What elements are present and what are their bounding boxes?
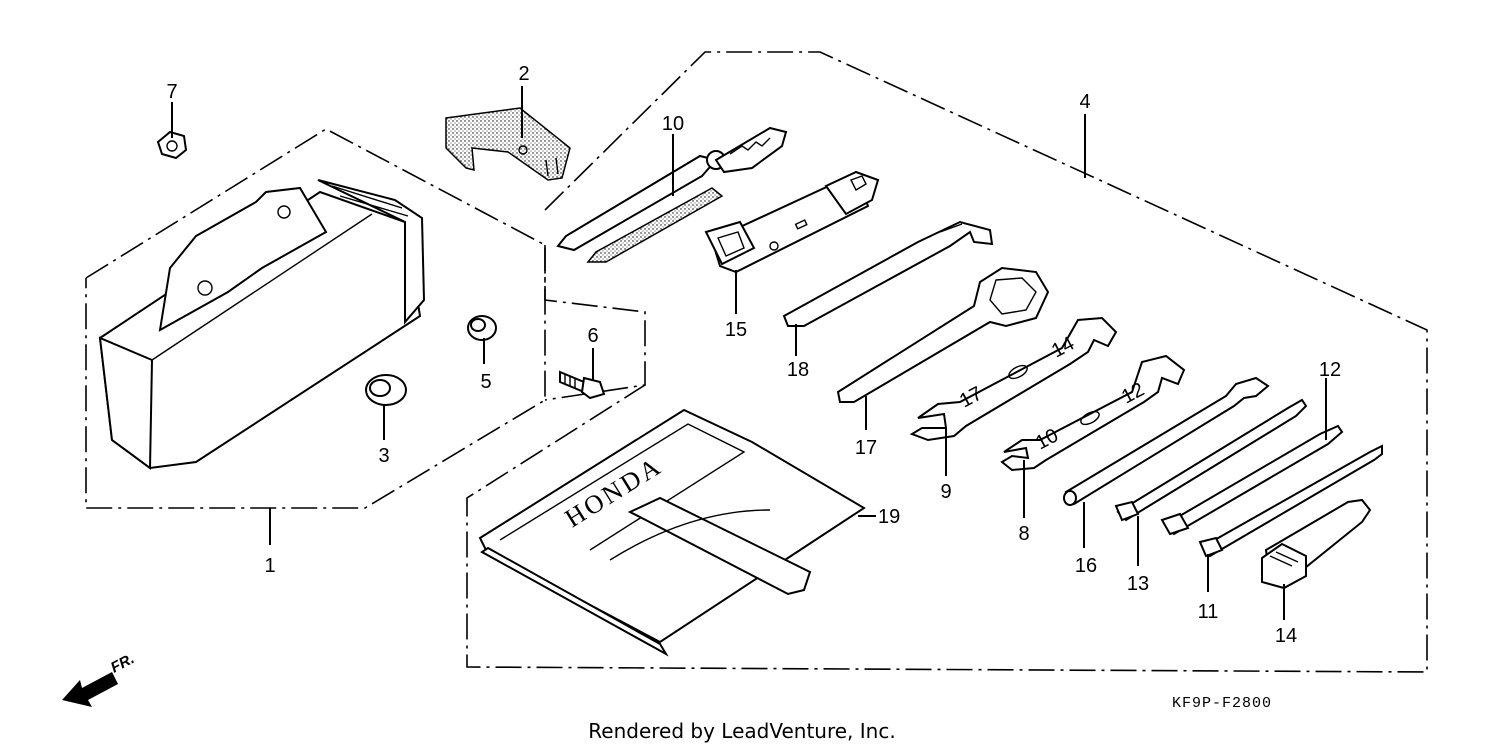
leader-lines <box>171 86 1327 620</box>
nut-7 <box>156 130 188 160</box>
bracket <box>445 107 571 181</box>
callout-17: 17 <box>855 437 877 459</box>
front-direction-arrow-icon: FR. <box>62 650 137 707</box>
callout-12: 12 <box>1319 359 1341 381</box>
callout-5: 5 <box>480 371 491 393</box>
callout-10: 10 <box>662 113 684 135</box>
screwdriver-13 <box>1114 398 1308 522</box>
callout-11: 11 <box>1198 601 1219 623</box>
bolt-6 <box>559 370 606 400</box>
render-credit: Rendered by LeadVenture, Inc. <box>588 719 895 743</box>
rod-16 <box>1063 376 1270 506</box>
wrench-9: 17 14 <box>909 316 1118 442</box>
front-direction-label: FR. <box>108 650 137 676</box>
pin-spanner-18 <box>782 220 994 327</box>
callout-15: 15 <box>725 319 747 341</box>
tool-box <box>98 179 426 470</box>
group-outline-tool-bracket <box>544 245 646 401</box>
screwdriver-grip-14 <box>1261 498 1372 590</box>
callout-19: 19 <box>878 506 900 528</box>
box-wrench-15 <box>704 170 880 274</box>
callout-4: 4 <box>1079 91 1090 113</box>
pliers <box>556 126 788 263</box>
callout-18: 18 <box>787 359 809 381</box>
callout-16: 16 <box>1075 555 1097 577</box>
callout-8: 8 <box>1018 523 1029 545</box>
callout-1: 1 <box>264 555 275 577</box>
tool-bag-19: HONDA <box>478 408 866 657</box>
ring-spanner-17 <box>836 266 1050 403</box>
callout-9: 9 <box>940 481 951 503</box>
callout-2: 2 <box>518 63 529 85</box>
screwdriver-12 <box>1160 424 1344 536</box>
callout-14: 14 <box>1275 625 1297 647</box>
callout-13: 13 <box>1127 573 1149 595</box>
grommet-3 <box>365 374 407 406</box>
callouts: 1 2 3 4 5 6 7 8 9 10 11 12 13 14 15 16 1… <box>166 63 1341 647</box>
callout-7: 7 <box>166 81 177 103</box>
callout-6: 6 <box>587 325 598 347</box>
diagram-code: KF9P-F2800 <box>1172 695 1272 712</box>
grommet-5 <box>467 315 497 341</box>
wrench-8: 10 12 <box>1000 354 1186 472</box>
screwdriver-11 <box>1198 444 1383 558</box>
callout-3: 3 <box>378 445 389 467</box>
